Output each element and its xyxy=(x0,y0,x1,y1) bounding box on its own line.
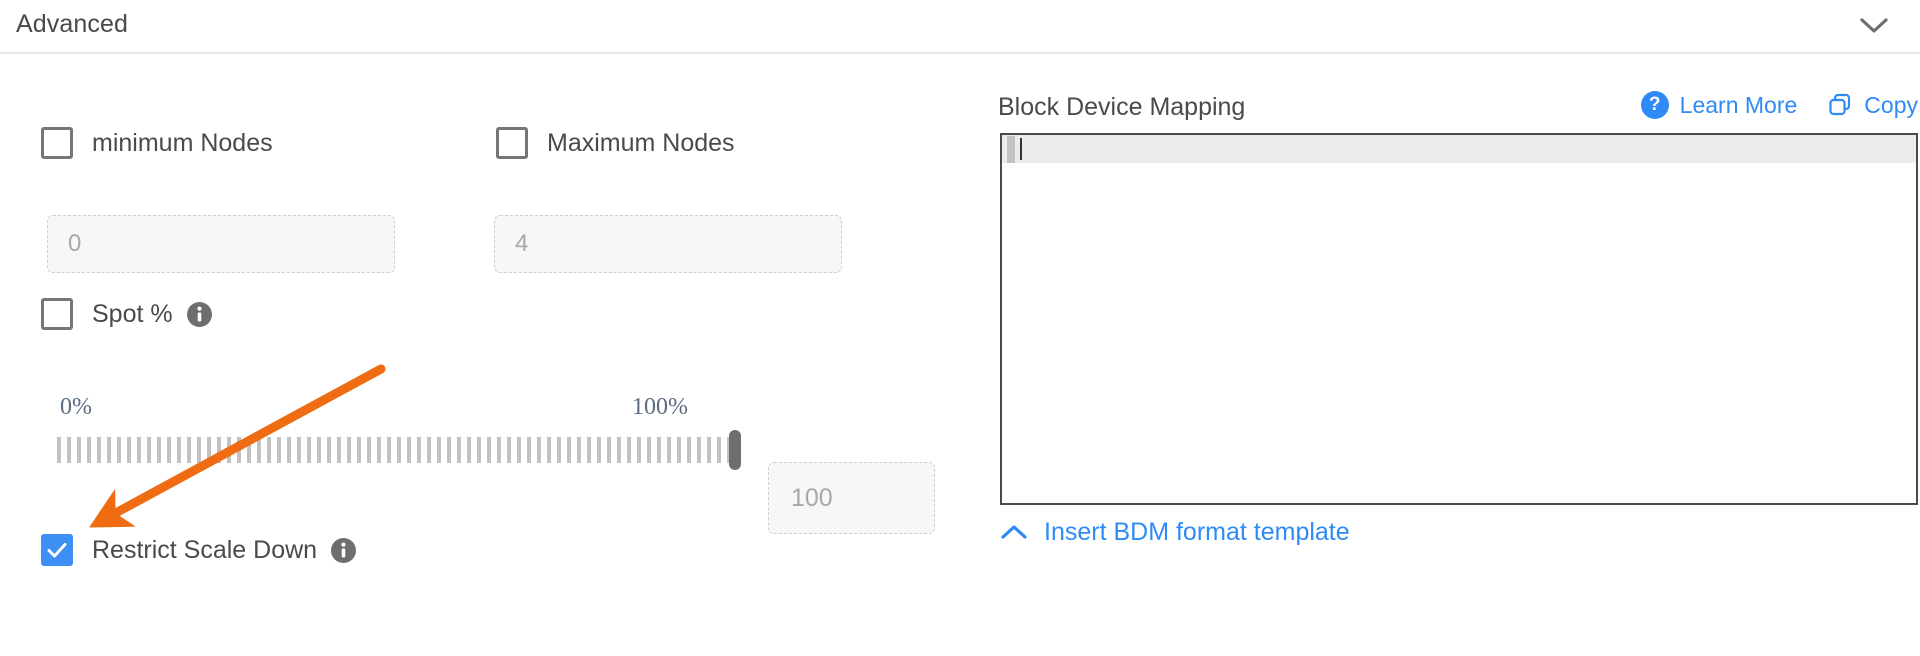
spot-percent-slider[interactable]: 0% 100% xyxy=(57,394,757,470)
info-icon[interactable] xyxy=(331,537,357,563)
copy-icon xyxy=(1827,92,1853,118)
slider-thumb[interactable] xyxy=(729,430,741,470)
spot-percent-label: Spot % xyxy=(92,299,173,328)
minimum-nodes-checkbox[interactable] xyxy=(41,127,73,159)
page-title: Advanced xyxy=(16,10,128,38)
right-column: Block Device Mapping ? Learn More Copy xyxy=(998,54,1920,656)
block-device-mapping-actions: ? Learn More Copy xyxy=(1640,91,1918,119)
spot-percent-checkbox[interactable] xyxy=(41,298,73,330)
insert-bdm-template-label: Insert BDM format template xyxy=(1044,518,1350,546)
left-column: minimum Nodes 0 Maximum Nodes 4 Spot % 0… xyxy=(0,54,960,656)
maximum-nodes-input[interactable]: 4 xyxy=(494,215,842,273)
restrict-scale-down-row: Restrict Scale Down xyxy=(41,534,357,566)
minimum-nodes-row: minimum Nodes xyxy=(41,127,273,159)
slider-max-label: 100% xyxy=(632,394,688,420)
minimum-nodes-label: minimum Nodes xyxy=(92,128,273,157)
spot-percent-value-input[interactable]: 100 xyxy=(768,462,935,534)
chevron-down-icon[interactable] xyxy=(1854,8,1894,44)
editor-active-line xyxy=(1002,135,1916,163)
info-icon[interactable] xyxy=(186,301,212,327)
slider-track[interactable] xyxy=(57,430,751,470)
restrict-scale-down-checkbox[interactable] xyxy=(41,534,73,566)
restrict-scale-down-label: Restrict Scale Down xyxy=(92,535,318,564)
editor-caret xyxy=(1020,138,1022,160)
copy-label: Copy xyxy=(1864,91,1918,118)
slider-min-label: 0% xyxy=(60,394,92,420)
maximum-nodes-row: Maximum Nodes xyxy=(496,127,735,159)
slider-ticks xyxy=(57,437,737,463)
editor-gutter xyxy=(1007,136,1015,163)
copy-link[interactable]: Copy xyxy=(1827,92,1918,119)
maximum-nodes-checkbox[interactable] xyxy=(496,127,528,159)
section-header: Advanced xyxy=(0,0,1920,54)
maximum-nodes-label: Maximum Nodes xyxy=(547,128,735,157)
slider-end-labels: 0% 100% xyxy=(57,394,757,428)
chevron-up-icon xyxy=(1000,524,1028,541)
question-mark-circle-icon: ? xyxy=(1640,91,1669,119)
learn-more-label: Learn More xyxy=(1679,91,1798,118)
insert-bdm-template-link[interactable]: Insert BDM format template xyxy=(1000,518,1350,547)
minimum-nodes-input[interactable]: 0 xyxy=(47,215,395,273)
block-device-mapping-title: Block Device Mapping xyxy=(998,93,1246,121)
block-device-mapping-editor[interactable] xyxy=(1000,133,1918,505)
spot-percent-row: Spot % xyxy=(41,298,212,330)
learn-more-link[interactable]: ? Learn More xyxy=(1640,91,1798,119)
